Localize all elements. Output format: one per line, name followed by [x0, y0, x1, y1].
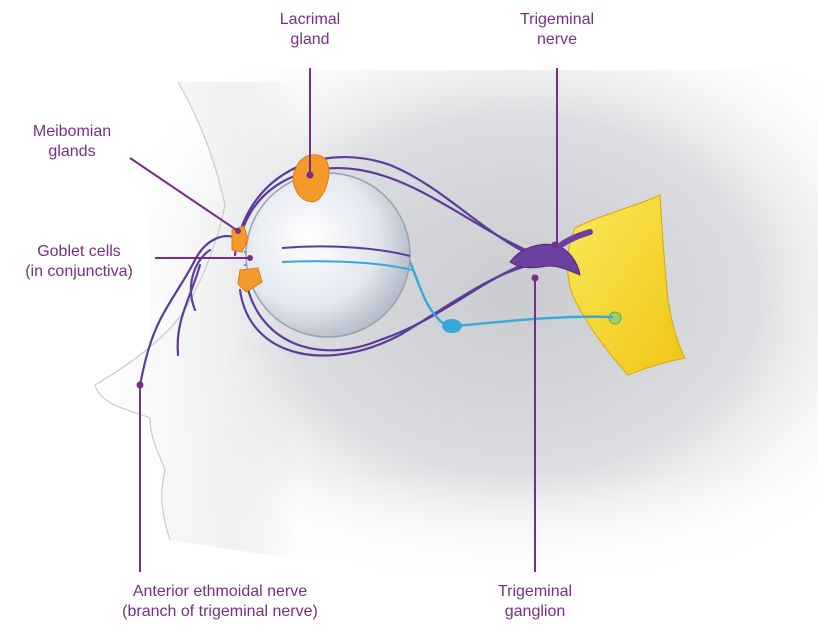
- ciliary-ganglion: [442, 319, 462, 333]
- eye-globe: [246, 173, 410, 337]
- label-lacrimal-gland: Lacrimal gland: [258, 10, 362, 50]
- label-lacrimal-line2: gland: [258, 30, 362, 50]
- label-trigeminal-nerve-line1: Trigeminal: [495, 10, 619, 30]
- label-trigeminal-nerve-line2: nerve: [495, 30, 619, 50]
- label-goblet-cells: Goblet cells (in conjunctiva): [4, 242, 154, 282]
- label-anterior-ethmoidal-nerve: Anterior ethmoidal nerve (branch of trig…: [70, 582, 370, 622]
- label-trigeminal-ganglion: Trigeminal ganglion: [478, 582, 592, 622]
- lacrimal-point: [307, 172, 314, 179]
- label-meibomian-glands: Meibomian glands: [10, 122, 134, 162]
- label-trigeminal-nerve: Trigeminal nerve: [495, 10, 619, 50]
- label-meibomian-line2: glands: [10, 142, 134, 162]
- label-goblet-line2: (in conjunctiva): [4, 262, 154, 282]
- label-lacrimal-line1: Lacrimal: [258, 10, 362, 30]
- label-ganglion-line2: ganglion: [478, 602, 592, 622]
- label-goblet-line1: Goblet cells: [4, 242, 154, 262]
- label-ethmoidal-line2: (branch of trigeminal nerve): [70, 602, 370, 622]
- label-ganglion-line1: Trigeminal: [478, 582, 592, 602]
- label-ethmoidal-line1: Anterior ethmoidal nerve: [70, 582, 370, 602]
- label-meibomian-line1: Meibomian: [10, 122, 134, 142]
